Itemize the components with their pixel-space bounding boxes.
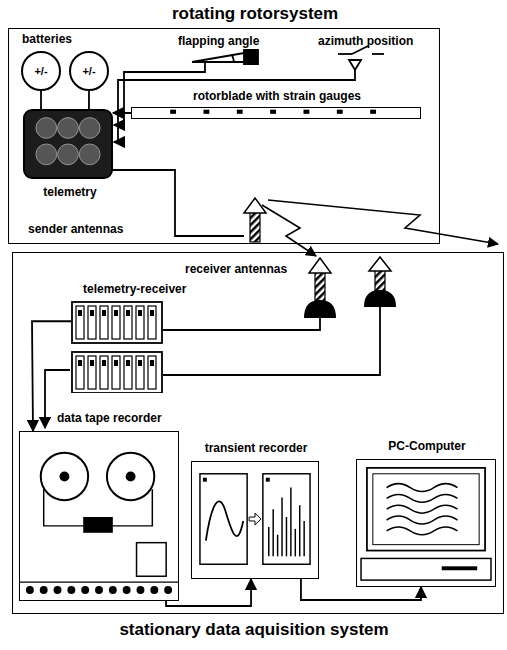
tape-recorder: data tape recorder <box>19 431 179 601</box>
tape-recorder-drawing <box>20 432 178 600</box>
pc-computer: PC-Computer <box>356 459 496 587</box>
signal-connector <box>88 91 90 109</box>
sender-antenna <box>112 170 266 242</box>
battery-circle: +/- <box>21 51 61 91</box>
node-heading: stationary data aquisition system <box>119 620 388 640</box>
node-heading: data tape recorder <box>57 411 162 425</box>
receiver-antenna <box>163 257 396 375</box>
part-label: flapping angle <box>178 34 259 48</box>
node-heading: telemetry-receiver <box>83 282 186 296</box>
region-box: stationary data aquisition systemtelemet… <box>12 252 504 614</box>
telemetry-box: telemetry <box>23 109 113 179</box>
rotor-blade-drawing <box>132 108 420 118</box>
rotor-blade: rotorblade with strain gauges <box>131 107 421 119</box>
node-heading: transient recorder <box>205 441 308 455</box>
battery-circle: +/- <box>69 51 109 91</box>
azimuth-switch <box>114 46 384 142</box>
node-heading: rotating rotorsystem <box>172 4 338 24</box>
node-heading: telemetry <box>43 185 96 199</box>
node-heading: rotorblade with strain gauges <box>193 89 361 103</box>
signal-connector <box>113 112 131 114</box>
receiver-rack: telemetry-receiver <box>71 301 163 393</box>
transient-recorder: transient recorder <box>191 461 319 579</box>
part-label: sender antennas <box>28 222 123 236</box>
pc-computer-drawing <box>357 460 495 586</box>
part-label: azimuth position <box>318 34 413 48</box>
node-text: +/- <box>82 65 95 77</box>
transient-recorder-drawing <box>192 462 318 578</box>
telemetry-box-drawing <box>25 111 111 177</box>
radio-waves <box>262 200 498 256</box>
node-text: +/- <box>34 65 47 77</box>
region-box: rotating rotorsystem+/-+/-telemetryrotor… <box>8 28 440 244</box>
part-label: batteries <box>22 32 72 46</box>
signal-connector <box>40 91 42 109</box>
receiver-rack-drawing <box>71 301 163 393</box>
part-label: receiver antennas <box>185 262 287 276</box>
node-heading: PC-Computer <box>388 439 465 453</box>
